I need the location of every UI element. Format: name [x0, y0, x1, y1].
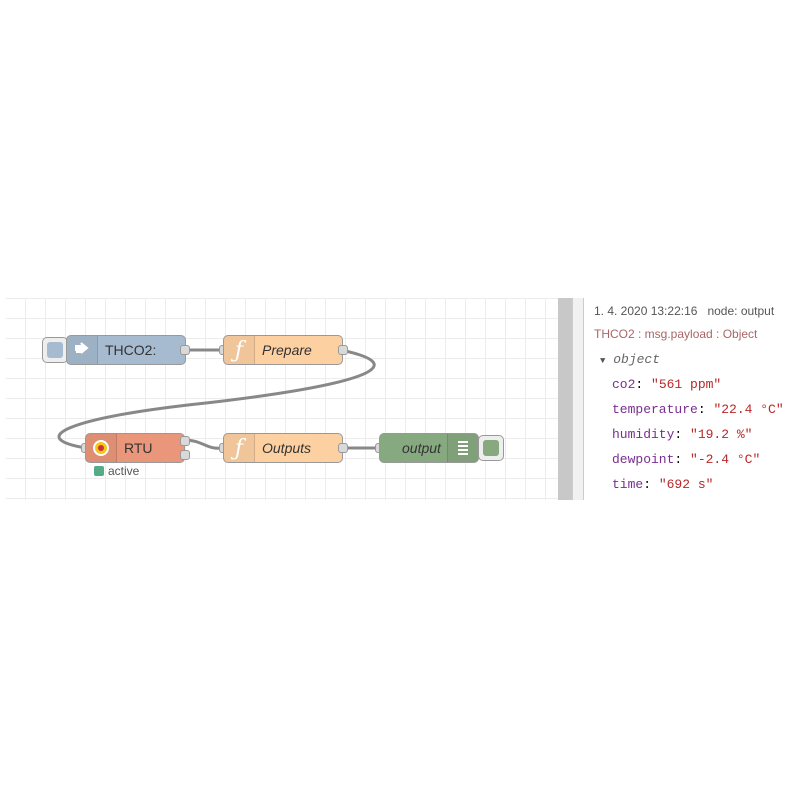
debug-output-node[interactable]: output [379, 433, 479, 463]
workspace-scrollbar[interactable] [558, 298, 572, 500]
field-key: temperature [612, 402, 698, 417]
debug-timestamp: 1. 4. 2020 13:22:16 [594, 304, 698, 318]
rtu-output-port-2[interactable] [180, 450, 190, 460]
prepare-function-node[interactable]: ƒ Prepare [223, 335, 343, 365]
outputs-output-port[interactable] [338, 443, 348, 453]
field-key: dewpoint [612, 452, 675, 467]
prepare-node-label: Prepare [262, 342, 312, 358]
gear-icon [86, 434, 117, 462]
debug-topic: THCO2 : msg.payload : Object [594, 327, 758, 341]
function-icon: ƒ [224, 434, 255, 462]
field-key: humidity [612, 427, 675, 442]
field-key: co2 [612, 377, 636, 392]
field-key: time [612, 477, 644, 492]
debug-field-row: time: "692 s" [612, 477, 714, 492]
rtu-status-label: active [108, 464, 140, 478]
field-value: "692 s" [658, 477, 714, 492]
debug-sidebar: 1. 4. 2020 13:22:16 node: output THCO2 :… [588, 298, 800, 500]
field-value: "561 ppm" [651, 377, 722, 392]
inject-node[interactable]: THCO2: [66, 335, 186, 365]
debug-message-meta: 1. 4. 2020 13:22:16 node: output [594, 304, 774, 318]
field-value: "-2.4 °C" [690, 452, 761, 467]
rtu-output-port-1[interactable] [180, 436, 190, 446]
object-type-label: object [613, 352, 661, 367]
function-icon: ƒ [224, 336, 255, 364]
rtu-node[interactable]: RTU [85, 433, 185, 463]
field-value: "22.4 °C" [713, 402, 784, 417]
list-icon [447, 434, 478, 462]
triangle-down-icon: ▼ [600, 356, 606, 366]
debug-field-row: dewpoint: "-2.4 °C" [612, 452, 761, 467]
inject-trigger-button[interactable] [42, 337, 68, 363]
debug-field-row: humidity: "19.2 %" [612, 427, 753, 442]
field-value: "19.2 %" [690, 427, 753, 442]
inject-arrow-icon [67, 336, 98, 364]
debug-node-name[interactable]: node: output [707, 304, 775, 318]
status-dot-icon [94, 466, 104, 476]
flow-workspace[interactable]: THCO2: ƒ Prepare RTU active ƒ Outputs ou… [6, 298, 558, 500]
debug-field-row: co2: "561 ppm" [612, 377, 722, 392]
outputs-function-node[interactable]: ƒ Outputs [223, 433, 343, 463]
outputs-node-label: Outputs [262, 440, 312, 456]
debug-node-label: output [402, 440, 441, 456]
prepare-output-port[interactable] [338, 345, 348, 355]
inject-node-label: THCO2: [105, 342, 157, 358]
sidebar-divider[interactable] [572, 298, 584, 500]
debug-object-toggle[interactable]: ▼ object [600, 352, 660, 367]
debug-field-row: temperature: "22.4 °C" [612, 402, 784, 417]
rtu-status: active [94, 464, 139, 478]
inject-output-port[interactable] [180, 345, 190, 355]
debug-toggle-button[interactable] [478, 435, 504, 461]
flow-wires [57, 348, 379, 450]
wire-prepare-rtu [57, 348, 376, 450]
rtu-node-label: RTU [124, 440, 153, 456]
